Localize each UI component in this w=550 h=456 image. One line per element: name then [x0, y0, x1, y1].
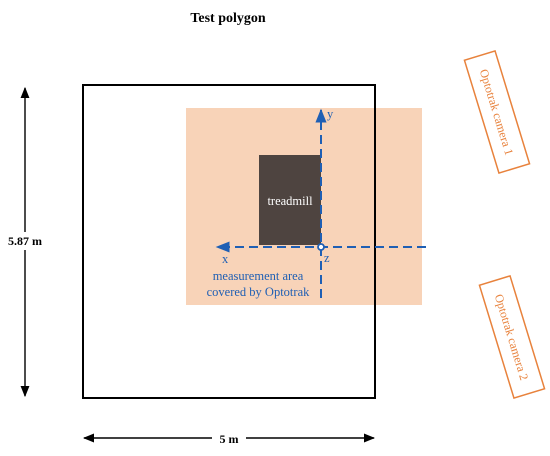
treadmill: [259, 155, 321, 245]
height-dimension-label: 5.87 m: [8, 234, 42, 248]
measurement-area-label-line2: covered by Optotrak: [207, 285, 310, 299]
polygon-outline: [82, 84, 376, 399]
width-dimension-label: 5 m: [220, 432, 239, 446]
optotrak-camera-2: Optotrak camera 2: [478, 274, 546, 400]
optotrak-camera-1: Optotrak camera 1: [463, 49, 531, 175]
x-axis-label: x: [222, 252, 229, 266]
y-axis-label: y: [327, 107, 334, 121]
measurement-area-label-line1: measurement area: [213, 269, 304, 283]
diagram-title: Test polygon: [190, 11, 266, 26]
width-label-background: [212, 430, 246, 446]
z-axis-label: z: [324, 251, 330, 265]
treadmill-label: treadmill: [267, 194, 313, 208]
height-label-background: [4, 232, 48, 250]
origin-marker: [317, 243, 325, 251]
